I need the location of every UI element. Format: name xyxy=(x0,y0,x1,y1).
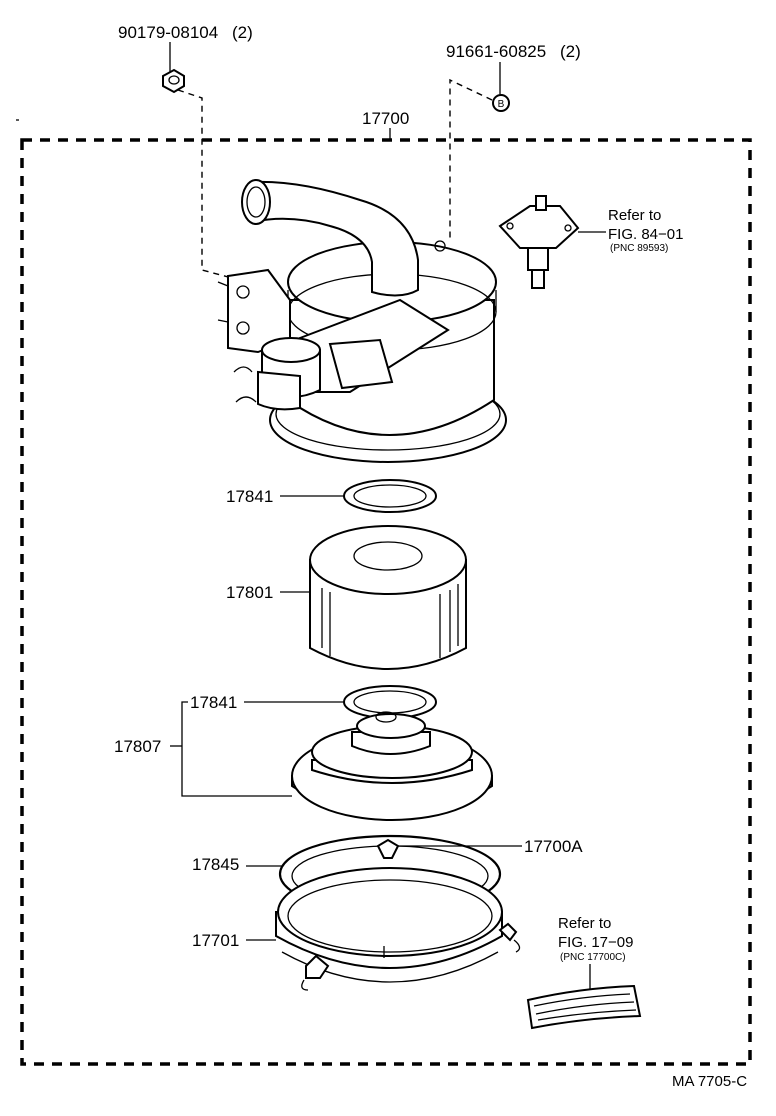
label-gasket-cap: 17841 xyxy=(190,693,237,712)
gasket-top xyxy=(343,479,437,513)
vacuum-switch-icon xyxy=(498,195,580,289)
b-marker-icon: B xyxy=(492,94,510,112)
label-assembly: 17700 xyxy=(362,109,409,128)
clamp-a-icon xyxy=(376,838,400,859)
assembly-frame xyxy=(20,138,752,1066)
label-clamp-b-part-number: 91661-60825 xyxy=(446,42,546,61)
ref2-line1: Refer to xyxy=(558,915,611,932)
ref1-pnc: (PNC 89593) xyxy=(610,243,668,254)
ref2-line2: FIG. 17−09 xyxy=(558,934,633,951)
figure-code: MA 7705-C xyxy=(672,1073,747,1090)
cap-assembly xyxy=(291,711,493,821)
bolt-icon xyxy=(162,68,185,94)
label-element: 17801 xyxy=(226,583,273,602)
filter-element xyxy=(309,525,467,670)
svg-text:B: B xyxy=(498,99,505,110)
label-bolt-qty: (2) xyxy=(232,23,253,42)
element-cover-icon xyxy=(526,984,642,1030)
label-clamp-b-qty: (2) xyxy=(560,42,581,61)
air-cleaner-case xyxy=(275,867,521,991)
air-cleaner-housing xyxy=(217,179,507,463)
label-gasket-top: 17841 xyxy=(226,487,273,506)
label-clamp-a: 17700A xyxy=(524,837,583,856)
ref1-line1: Refer to xyxy=(608,207,661,224)
label-case: 17701 xyxy=(192,931,239,950)
label-bolt-part-number: 90179-08104 xyxy=(118,23,218,42)
ref2-pnc: (PNC 17700C) xyxy=(560,952,626,963)
label-gasket-case: 17845 xyxy=(192,855,239,874)
label-cap-assembly: 17807 xyxy=(114,737,161,756)
ref1-line2: FIG. 84−01 xyxy=(608,226,683,243)
